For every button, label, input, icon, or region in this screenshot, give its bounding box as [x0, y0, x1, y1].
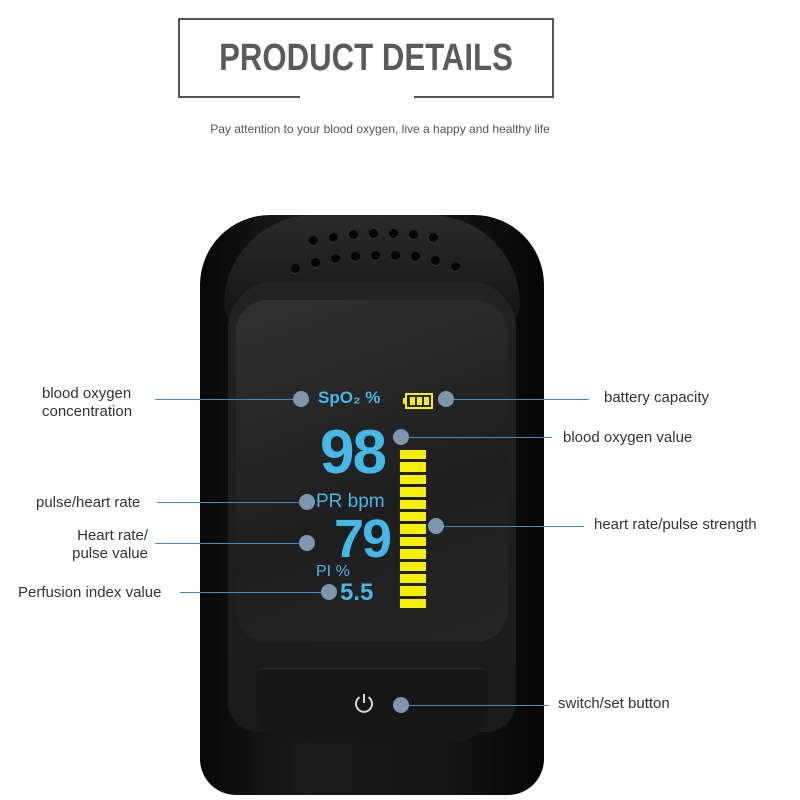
callout-label-pulse-heart-rate: pulse/heart rate [36, 494, 141, 511]
callout-label-battery: battery capacity [604, 389, 710, 406]
pulse-bar-segment [400, 511, 426, 522]
pulse-bar-segment [400, 450, 426, 460]
callout-dot-pulse-strength [428, 518, 444, 534]
callout-line-pulse-strength [439, 526, 584, 527]
battery-icon [403, 393, 433, 409]
pulse-bar-segment [400, 499, 426, 509]
callout-line-concentration [155, 399, 301, 400]
speaker-hole-icon [331, 254, 340, 263]
pulse-bar-segment [400, 586, 426, 596]
spo2-value: 98 [320, 418, 387, 487]
pi-value: 5.5 [340, 579, 374, 606]
speaker-hole-icon [351, 252, 360, 261]
callout-label-spo2-value: blood oxygen value [563, 429, 693, 446]
page-subtitle: Pay attention to your blood oxygen, live… [210, 122, 550, 136]
title-frame-gap [300, 94, 414, 102]
callout-line-switch [403, 705, 549, 706]
spo2-label: SpO₂ % [318, 388, 381, 407]
pr-label: PR bpm [316, 491, 385, 512]
callout-label-concentration: blood oxygen concentration [42, 385, 133, 420]
callout-dot-spo2-value [393, 429, 409, 445]
speaker-hole-icon [391, 251, 400, 260]
callout-dot-pulse-heart-rate [299, 494, 315, 510]
speaker-hole-icon [429, 233, 438, 242]
title-frame [178, 18, 554, 98]
pulse-bar-segment [400, 487, 426, 497]
callout-line-pulse-heart-rate [157, 502, 307, 503]
speaker-hole-icon [371, 251, 380, 260]
callout-label-perfusion: Perfusion index value [18, 584, 162, 601]
callout-dot-battery [438, 391, 454, 407]
callout-label-heart-rate-value: Heart rate/ pulse value [72, 527, 148, 562]
page-title: PRODUCT DETAILS [219, 36, 513, 79]
pulse-bar-segment [400, 561, 426, 571]
pulse-bar-segment [400, 536, 426, 547]
pulse-bar-segment [400, 598, 426, 609]
pulse-bar-segment [400, 524, 426, 534]
pulse-strength-bar [400, 450, 426, 609]
pulse-bar-segment [400, 462, 426, 472]
callout-dot-perfusion [321, 584, 337, 600]
speaker-hole-icon [411, 252, 420, 261]
callout-line-heart-rate-value [155, 543, 307, 544]
callout-dot-concentration [293, 391, 309, 407]
speaker-hole-icon [451, 262, 460, 271]
speaker-hole-icon [389, 229, 398, 238]
speaker-hole-icon [309, 236, 318, 245]
speaker-hole-icon [369, 229, 378, 238]
callout-dot-heart-rate-value [299, 535, 315, 551]
pr-value: 79 [334, 509, 392, 569]
callout-line-spo2-value [404, 437, 552, 438]
callout-label-pulse-strength: heart rate/pulse strength [594, 516, 757, 533]
callout-line-perfusion [180, 592, 329, 593]
speaker-hole-icon [349, 230, 358, 239]
speaker-hole-icon [329, 233, 338, 242]
pi-label: PI % [316, 563, 350, 580]
speaker-hole-icon [291, 264, 300, 273]
speaker-hole-icon [409, 230, 418, 239]
pulse-bar-segment [400, 573, 426, 584]
speaker-hole-icon [431, 256, 440, 265]
callout-line-battery [449, 399, 589, 400]
pulse-bar-segment [400, 549, 426, 559]
power-icon[interactable] [353, 692, 375, 714]
oled-screen [236, 300, 508, 642]
callout-dot-switch [393, 697, 409, 713]
speaker-hole-icon [311, 258, 320, 267]
callout-label-switch: switch/set button [558, 695, 670, 712]
pulse-bar-segment [400, 474, 426, 485]
